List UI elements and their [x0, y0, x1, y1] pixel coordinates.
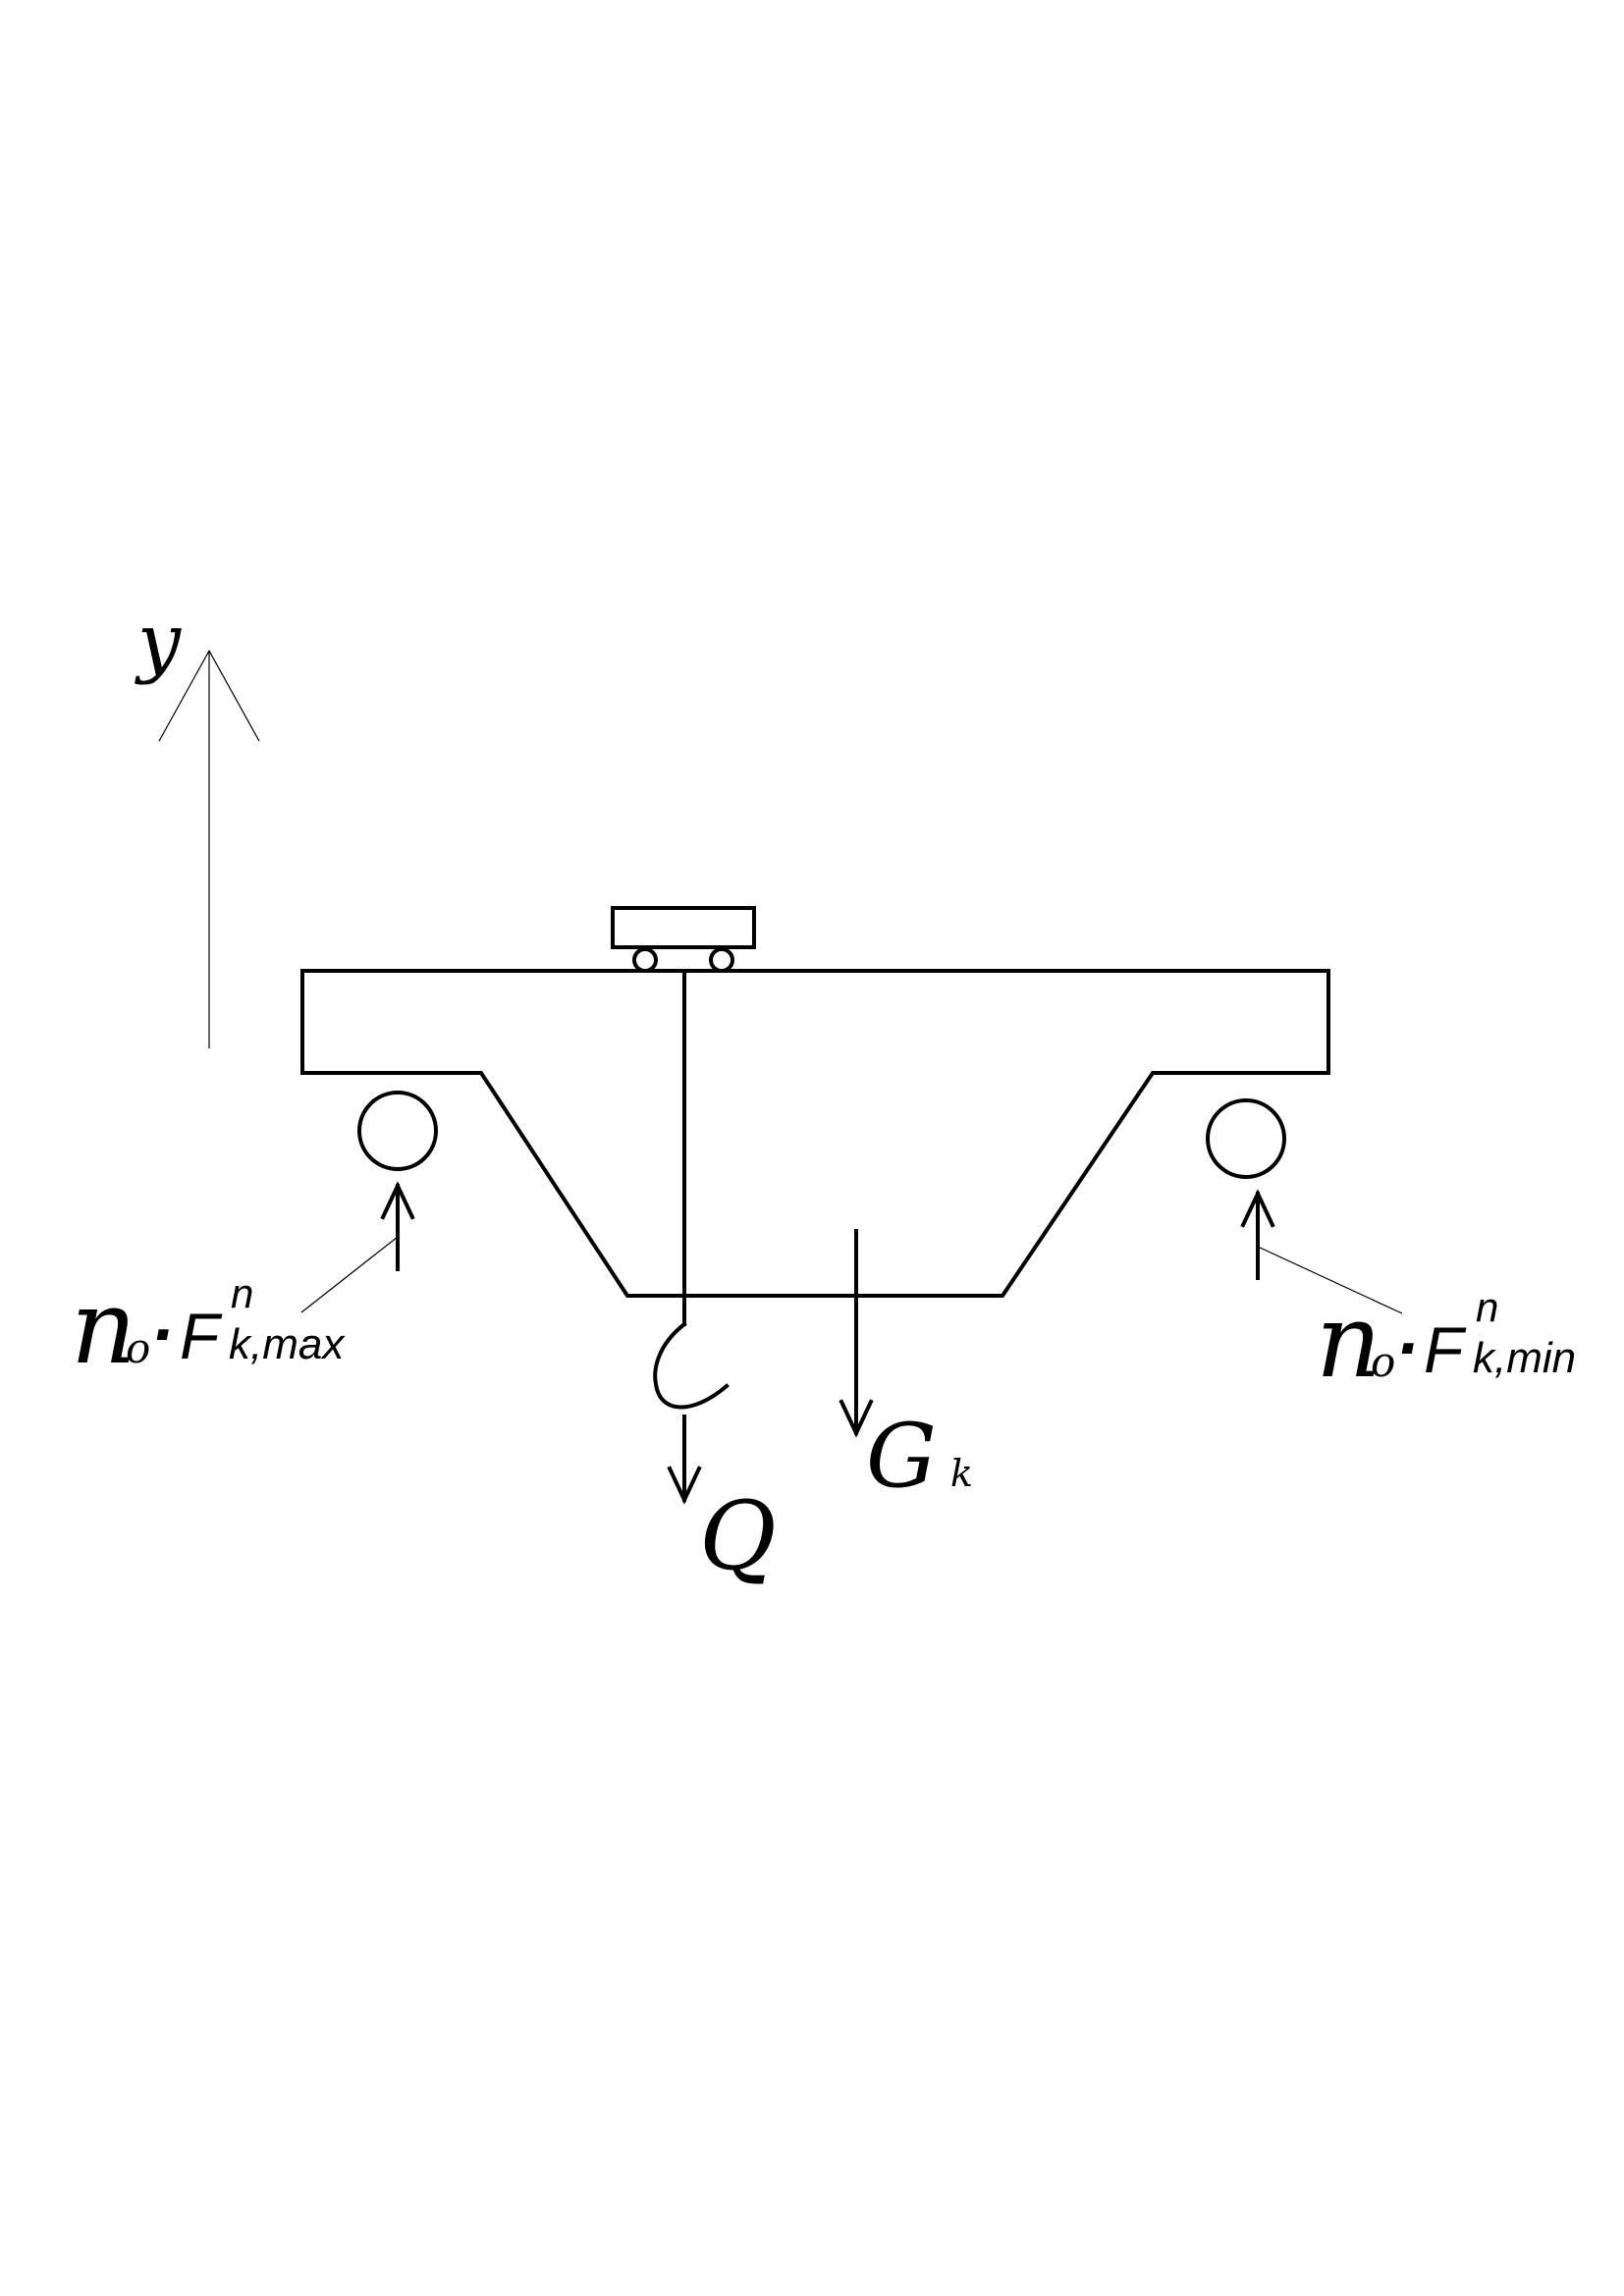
right-reaction-arrowhead [1240, 1189, 1275, 1228]
right-label-n: n [1316, 1281, 1381, 1401]
right-support: n o · F n k,min [1206, 1098, 1576, 1401]
load-Q-label: Q [699, 1481, 777, 1591]
y-axis-arrowhead [158, 649, 260, 742]
left-label-F-sup: n [231, 1270, 253, 1316]
left-support: n o · F n k,max [71, 1091, 438, 1387]
left-label-F: F [180, 1300, 223, 1372]
right-label-dot: · [1395, 1309, 1419, 1388]
left-leader-line [300, 1236, 399, 1313]
right-wheel [1206, 1098, 1286, 1179]
left-label-F-sub: k,max [229, 1320, 346, 1368]
trolley [611, 906, 756, 973]
load-Q-arrowhead [667, 1466, 702, 1505]
right-label-n-sub: o [1371, 1338, 1395, 1386]
weight-arrowhead [839, 1399, 874, 1438]
right-label-F-sub: k,min [1473, 1334, 1576, 1382]
left-label-n: n [71, 1267, 136, 1387]
right-leader-line [1257, 1246, 1403, 1314]
y-axis-label: y [135, 598, 182, 686]
load-Q: Q [667, 1415, 777, 1591]
left-label-dot: · [150, 1296, 174, 1374]
left-label-n-sub: o [126, 1324, 150, 1372]
crane-bridge [300, 969, 1330, 1298]
hook-assembly [653, 969, 730, 1410]
hook [653, 1321, 730, 1410]
left-wheel [357, 1091, 438, 1171]
left-reaction-arrowhead [380, 1181, 415, 1220]
y-axis: y [135, 598, 260, 1048]
right-label-F: F [1424, 1313, 1467, 1386]
trolley-wheel-left [632, 947, 658, 973]
trolley-body [611, 906, 756, 949]
right-label-F-sup: n [1476, 1284, 1498, 1330]
right-reaction-label: n o · F n k,min [1316, 1281, 1576, 1401]
trolley-wheel-right [709, 947, 734, 973]
left-reaction-label: n o · F n k,max [71, 1267, 346, 1387]
